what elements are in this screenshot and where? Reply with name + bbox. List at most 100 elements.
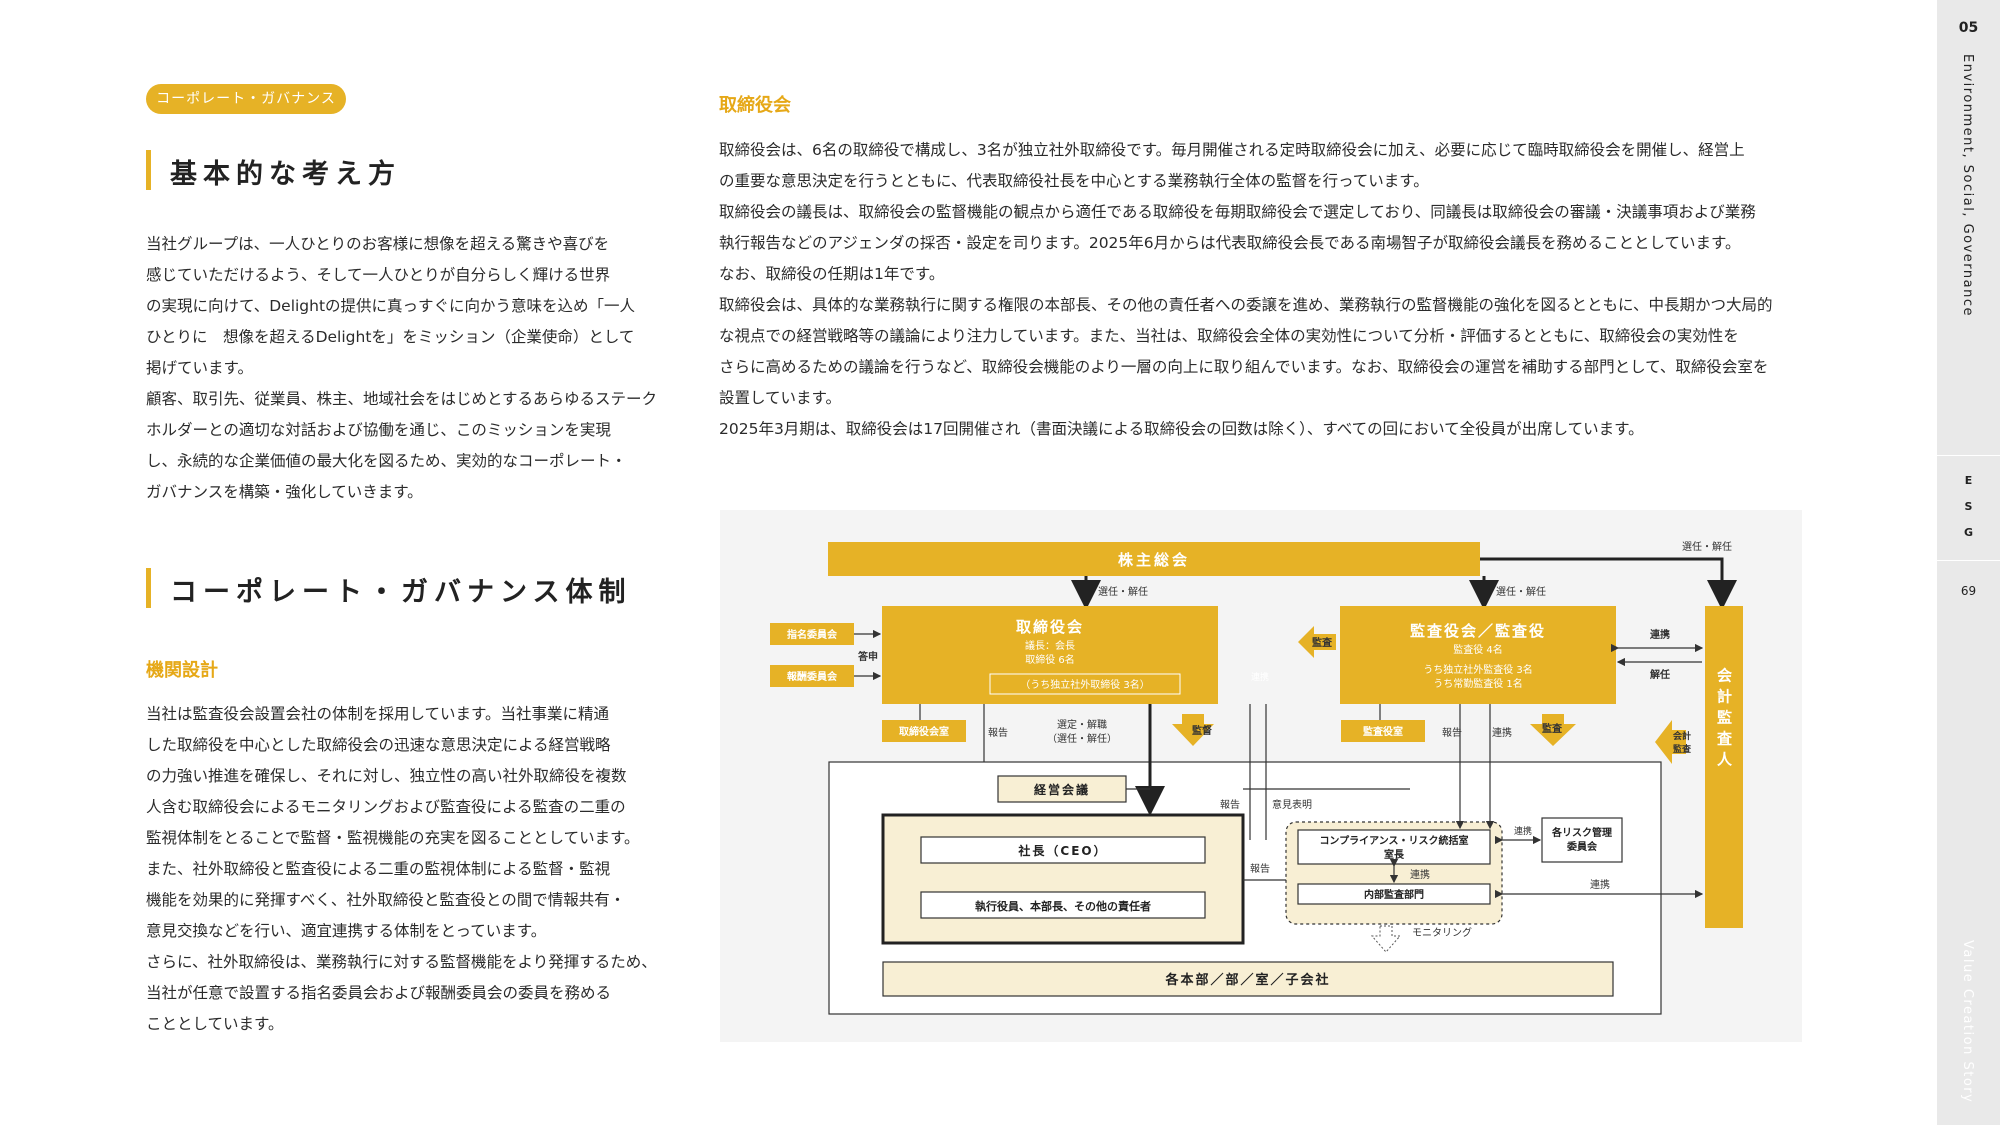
governance-diagram-svg: 株主総会 選任・解任 選任・解任 選任・解任 取締役会 議長：会長 取締役 6名…	[770, 540, 1743, 1015]
basic-policy-text: 当社グループは、一人ひとりのお客様に想像を超える驚きや喜びを 感じていただけるよ…	[146, 229, 666, 508]
executives-box	[920, 891, 1206, 919]
text-line: 掲げています。	[146, 359, 253, 377]
board-office-label: 取締役会室	[899, 725, 949, 738]
answer-label: 答申	[857, 650, 878, 663]
report-label-2: 報告	[1220, 798, 1240, 811]
coop-label: 連携	[1514, 825, 1532, 837]
risk-committee-box	[1541, 817, 1623, 863]
text-line: 人含む取締役会によるモニタリングおよび監査役による監査の二重の	[146, 798, 626, 816]
internal-audit-box	[1297, 883, 1491, 905]
text-line: ひとりに 想像を超えるDelightを」をミッション（企業使命）として	[146, 328, 635, 346]
auditors-title: 監査役会／監査役	[1410, 622, 1546, 640]
compensation-committee-box	[770, 665, 854, 687]
auditor-office-box	[1341, 720, 1425, 742]
heading-governance-structure: コーポレート・ガバナンス体制	[170, 577, 632, 608]
audit-arrow	[1298, 626, 1336, 658]
report-label: 報告	[988, 726, 1008, 739]
esg-letter-e[interactable]: E	[1964, 474, 1973, 487]
text-line: 監視体制をとることで監督・監視機能の充実を図ることとしています。	[146, 829, 640, 847]
text-line: な視点での経営戦略等の議論により注力しています。また、当社は、取締役会全体の実効…	[719, 327, 1739, 345]
text-line: なお、取締役の任期は1年です。	[719, 265, 945, 283]
text-line: ガバナンスを構築・強化していきます。	[146, 483, 423, 501]
coop-label: 連携	[1410, 868, 1430, 881]
arrow-to-accounting-auditor	[1480, 557, 1737, 610]
monitoring-label: モニタリング	[1412, 926, 1472, 939]
sidebar-divider	[1937, 455, 2000, 456]
text-line: 当社が任意で設置する指名委員会および報酬委員会の委員を務める	[146, 984, 612, 1002]
auditors-supervision-arrow	[1530, 714, 1576, 746]
risk-committee-label-1: 各リスク管理	[1551, 826, 1612, 839]
report-label-3: 報告	[1250, 862, 1270, 875]
text-line: 取締役会は、6名の取締役で構成し、3名が独立社外取締役です。毎月開催される定時取…	[719, 141, 1745, 159]
text-line: ホルダーとの適切な対話および協働を通じ、このミッションを実現	[146, 421, 611, 439]
text-line: 当社は監査役会設置会社の体制を採用しています。当社事業に精通	[146, 705, 609, 723]
president-block	[881, 813, 1245, 945]
text-line: また、社外取締役と監査役による二重の監視体制による監督・監視	[146, 860, 611, 878]
internal-audit-label: 内部監査部門	[1364, 888, 1424, 901]
text-line: 感じていただけるよう、そして一人ひとりが自分らしく輝ける世界	[146, 266, 611, 284]
auditors-fulltime: うち常勤監査役 1名	[1433, 677, 1523, 690]
subheading-organization: 機関設計	[146, 660, 218, 681]
text-line: 2025年3月期は、取締役会は17回開催され（書面決議による取締役会の回数は除く…	[719, 420, 1644, 438]
report-label: 報告	[1442, 726, 1462, 739]
appoint-label: 選定・解職	[1057, 718, 1107, 731]
text-line: 意見交換などを行い、適宜連携する体制をとっています。	[146, 922, 547, 940]
management-meeting-box	[997, 775, 1127, 803]
monitoring-arrow	[1370, 925, 1402, 953]
audit-label: 監査	[1312, 636, 1333, 649]
opinion-label: 意見表明	[1272, 798, 1312, 811]
appoint-sub-label: （選任・解任）	[1047, 732, 1117, 745]
accounting-auditor-box	[1705, 606, 1743, 928]
compliance-head: 室長	[1384, 848, 1405, 861]
board-box	[882, 606, 1218, 704]
nomination-committee-label: 指名委員会	[787, 628, 837, 641]
text-line: 顧客、取引先、従業員、株主、地域社会をはじめとするあらゆるステーク	[146, 390, 658, 408]
sidebar	[1937, 0, 2000, 1125]
elect-label: 選任・解任	[1682, 540, 1732, 553]
coop-label: 連携	[1650, 628, 1670, 641]
departments-box	[882, 961, 1614, 997]
text-line: の力強い推進を確保し、それに対し、独立性の高い社外取締役を複数	[146, 767, 627, 785]
text-line: 機能を効果的に発揮すべく、社外取締役と監査役との間で情報共有・	[146, 891, 626, 909]
text-line: の実現に向けて、Delightの提供に真っすぐに向かう意味を込め「一人	[146, 297, 636, 315]
board-independent: （うち独立社外取締役 3名）	[1020, 678, 1150, 691]
governance-diagram: 株主総会 選任・解任 選任・解任 選任・解任 取締役会 議長：会長 取締役 6名…	[720, 510, 1802, 1042]
text-line: 執行報告などのアジェンダの採否・設定を司ります。2025年6月からは代表取締役会…	[719, 234, 1741, 252]
coop-label: 連携	[1492, 726, 1512, 739]
nomination-committee-box	[770, 623, 854, 645]
shareholders-box	[828, 542, 1480, 576]
section-title-vertical: Environment, Social, Governance	[1960, 54, 1975, 318]
dismiss-label: 解任	[1650, 668, 1670, 681]
text-line: の重要な意思決定を行うとともに、代表取締役社長を中心とする業務執行全体の監督を行…	[719, 172, 1429, 190]
accounting-audit-arrow	[1655, 720, 1686, 764]
board-chair: 議長：会長	[1025, 639, 1075, 652]
heading-basic-policy: 基本的な考え方	[170, 159, 401, 190]
supervision-label: 監督	[1192, 724, 1212, 737]
esg-letter-g[interactable]: G	[1963, 526, 1974, 539]
shareholders-label: 株主総会	[1118, 551, 1190, 569]
footer-title-vertical[interactable]: Value Creation Story	[1960, 940, 1975, 1104]
auditors-independent: うち独立社外監査役 3名	[1423, 663, 1533, 676]
esg-letter-s[interactable]: S	[1964, 500, 1973, 513]
subheading-board: 取締役会	[719, 95, 791, 116]
text-line: こととしています。	[146, 1015, 284, 1033]
president-box	[920, 836, 1206, 864]
text-line: さらに高めるための議論を行うなど、取締役会機能のより一層の向上に取り組んでいます…	[719, 358, 1769, 376]
executives-label: 執行役員、本部長、その他の責任者	[975, 899, 1151, 913]
accounting-auditor-label: 会計監査人	[1715, 667, 1733, 773]
board-members: 取締役 6名	[1025, 653, 1075, 666]
text-line: し、永続的な企業価値の最大化を図るため、実効的なコーポレート・	[146, 452, 627, 470]
heading-accent-bar	[146, 150, 151, 190]
board-text: 取締役会は、6名の取締役で構成し、3名が独立社外取締役です。毎月開催される定時取…	[719, 135, 1819, 445]
accounting-audit-label-1: 会計	[1673, 730, 1691, 742]
board-office-box	[882, 720, 966, 742]
departments-label: 各本部／部／室／子会社	[1164, 972, 1330, 988]
text-line: 取締役会は、具体的な業務執行に関する権限の本部長、その他の責任者への委譲を進め、…	[719, 296, 1773, 314]
elect-label: 選任・解任	[1496, 585, 1546, 598]
text-line: さらに、社外取締役は、業務執行に対する監督機能をより発揮するため、	[146, 953, 657, 971]
board-independent-box	[989, 673, 1181, 695]
supervision-arrow	[1172, 714, 1214, 746]
auditors-audit-label: 監査	[1542, 722, 1563, 735]
compensation-committee-label: 報酬委員会	[787, 670, 837, 683]
text-line: 当社グループは、一人ひとりのお客様に想像を超える驚きや喜びを	[146, 235, 610, 253]
